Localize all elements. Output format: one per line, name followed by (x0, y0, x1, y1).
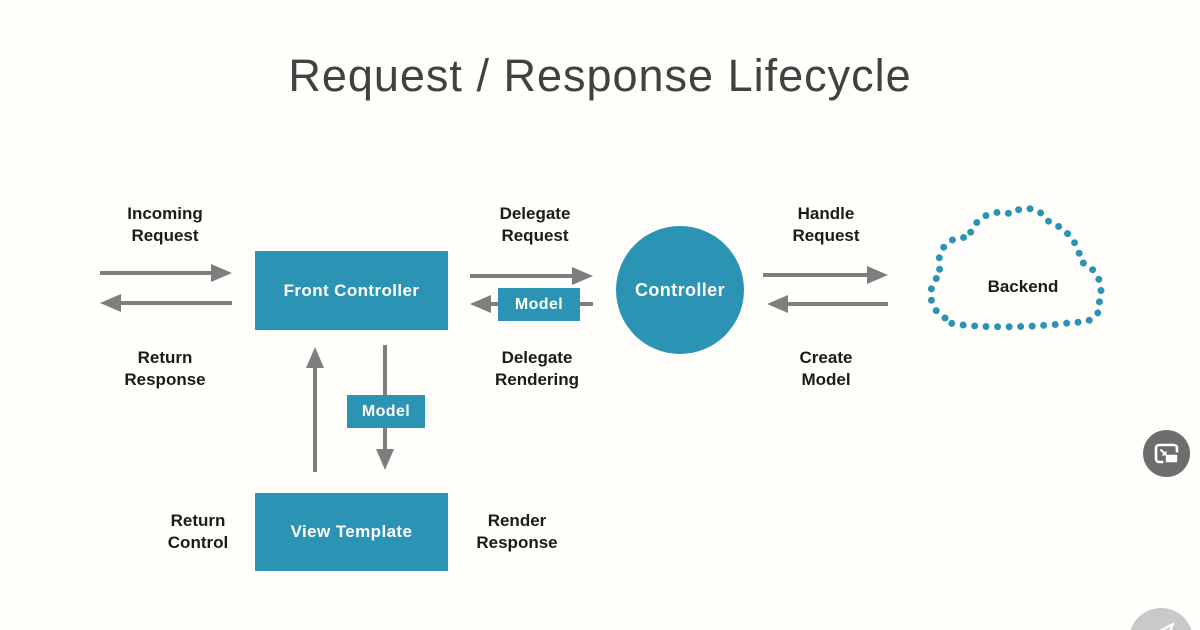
arrow-handle-request (763, 266, 888, 284)
node-backend-label: Backend (987, 277, 1059, 296)
label-return-control: Return Control (167, 511, 229, 552)
node-model-vertical: Model (347, 395, 425, 428)
label-create-model: Create Model (799, 348, 853, 389)
label-handle-request: Handle Request (792, 204, 860, 245)
label-render-response: Render Response (476, 511, 558, 552)
node-controller: Controller (616, 226, 744, 354)
node-model-horizontal: Model (498, 288, 580, 321)
arrow-incoming-request (100, 264, 232, 282)
arrow-return-response (100, 294, 232, 312)
arrow-return-control (306, 347, 324, 472)
label-return-response: Return Response (124, 348, 206, 389)
arrow-delegate-request (470, 267, 593, 285)
picture-in-picture-icon[interactable] (1143, 430, 1190, 477)
mouse-pointer-icon[interactable] (1129, 608, 1193, 630)
page-title: Request / Response Lifecycle (288, 50, 912, 101)
node-front-controller: Front Controller (255, 251, 448, 330)
label-delegate-request: Delegate Request (499, 204, 571, 245)
label-incoming-request: Incoming Request (127, 204, 203, 245)
label-delegate-rendering: Delegate Rendering (494, 348, 580, 389)
arrow-create-model (767, 295, 888, 313)
node-view-template: View Template (255, 493, 448, 571)
